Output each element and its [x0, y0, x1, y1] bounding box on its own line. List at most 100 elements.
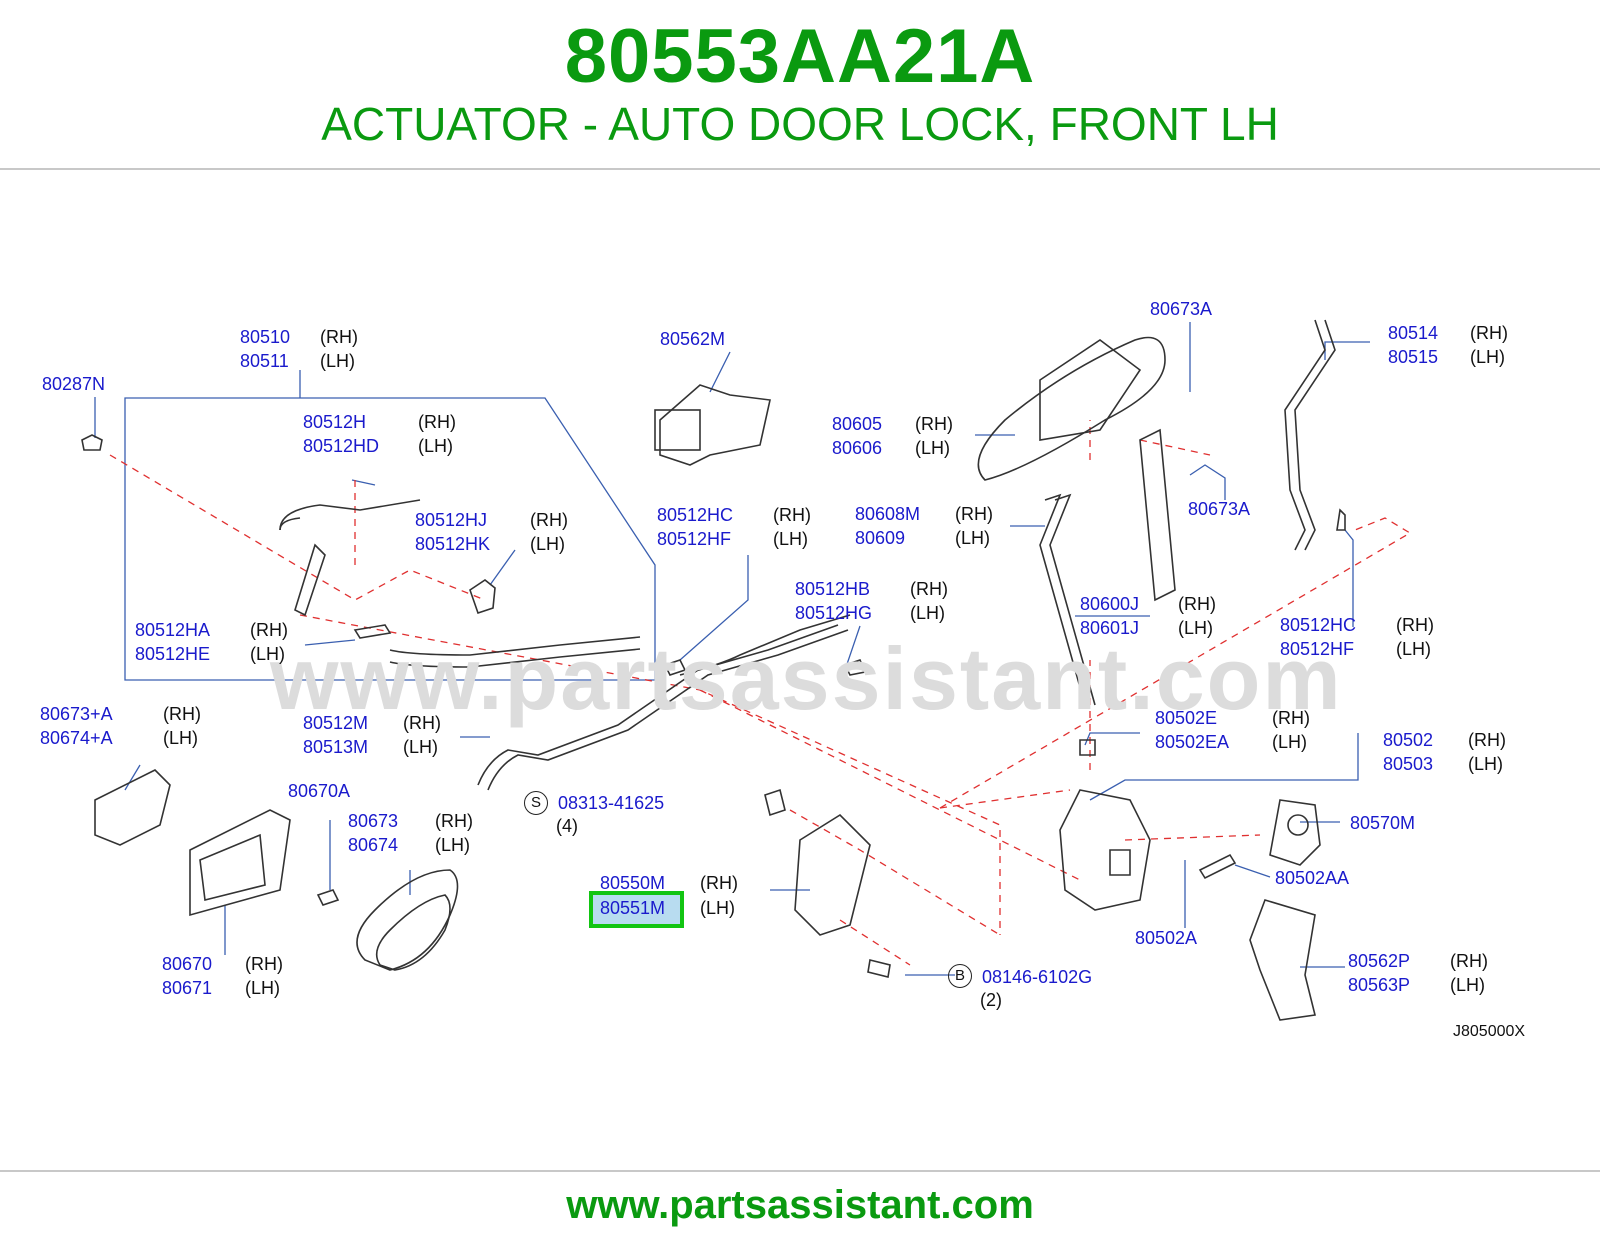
- callout-80562P[interactable]: 80562P: [1348, 951, 1411, 971]
- part-description: ACTUATOR - AUTO DOOR LOCK, FRONT LH: [321, 98, 1279, 150]
- callout-80512M[interactable]: 80512M: [303, 713, 369, 733]
- rh-label: (RH): [1178, 594, 1216, 614]
- lh-label: (LH): [250, 644, 285, 664]
- rh-label: (RH): [1396, 615, 1434, 635]
- callout-80515[interactable]: 80515: [1388, 347, 1439, 367]
- callout-80600J[interactable]: 80600J: [1080, 594, 1140, 614]
- lh-label: (LH): [1396, 639, 1431, 659]
- rh-label: (RH): [245, 954, 283, 974]
- quantity-08313: (4): [556, 816, 578, 836]
- rh-label: (RH): [418, 412, 456, 432]
- callout-80605[interactable]: 80605: [832, 414, 883, 434]
- callout-80570M[interactable]: 80570M: [1350, 813, 1416, 833]
- callout-80673A[interactable]: 80673A: [1150, 299, 1213, 319]
- lh-label: (LH): [955, 528, 990, 548]
- callout-80674A-left[interactable]: 80674+A: [40, 728, 113, 748]
- lh-label: (LH): [163, 728, 198, 748]
- rh-label: (RH): [530, 510, 568, 530]
- lh-label: (LH): [1272, 732, 1307, 752]
- rh-label: (RH): [910, 579, 948, 599]
- callout-80609[interactable]: 80609: [855, 528, 906, 548]
- callout-80608M[interactable]: 80608M: [855, 504, 921, 524]
- highlighted-part-box: [589, 891, 684, 928]
- callout-80673A-left[interactable]: 80673+A: [40, 704, 113, 724]
- diagram-code: J805000X: [1453, 1023, 1526, 1040]
- rh-label: (RH): [1450, 951, 1488, 971]
- callout-80512HE[interactable]: 80512HE: [135, 644, 211, 664]
- header-divider: [0, 168, 1600, 170]
- lh-label: (LH): [1470, 347, 1505, 367]
- standard-part-symbol-b: B: [948, 964, 972, 988]
- part-number-title: 80553AA21A: [564, 14, 1036, 99]
- callout-80562M[interactable]: 80562M: [660, 329, 726, 349]
- callout-80512HK[interactable]: 80512HK: [415, 534, 491, 554]
- lh-label: (LH): [700, 898, 735, 918]
- lh-label: (LH): [1178, 618, 1213, 638]
- rh-label: (RH): [435, 811, 473, 831]
- callout-80503[interactable]: 80503: [1383, 754, 1434, 774]
- callout-80287N[interactable]: 80287N: [42, 374, 106, 394]
- rh-label: (RH): [700, 873, 738, 893]
- callout-80551M-highlighted[interactable]: 80551M: [600, 898, 666, 918]
- callout-80512HA[interactable]: 80512HA: [135, 620, 211, 640]
- callout-80550M[interactable]: 80550M: [600, 873, 666, 893]
- page-header: 80553AA21A ACTUATOR - AUTO DOOR LOCK, FR…: [0, 0, 1600, 168]
- lh-label: (LH): [530, 534, 565, 554]
- callout-80502AA[interactable]: 80502AA: [1275, 868, 1350, 888]
- callout-80502A[interactable]: 80502A: [1135, 928, 1198, 948]
- callout-80510[interactable]: 80510: [240, 327, 291, 347]
- lh-label: (LH): [403, 737, 438, 757]
- callout-80671[interactable]: 80671: [162, 978, 213, 998]
- lh-label: (LH): [1468, 754, 1503, 774]
- lh-label: (LH): [418, 436, 453, 456]
- lh-label: (LH): [435, 835, 470, 855]
- callout-80502[interactable]: 80502: [1383, 730, 1434, 750]
- callout-80512HG[interactable]: 80512HG: [795, 603, 873, 623]
- lh-label: (LH): [320, 351, 355, 371]
- watermark: www.partsassistant.com: [270, 629, 1343, 728]
- callout-80512HF[interactable]: 80512HF: [1280, 639, 1355, 659]
- callout-80670[interactable]: 80670: [162, 954, 213, 974]
- rh-label: (RH): [250, 620, 288, 640]
- callout-80563P[interactable]: 80563P: [1348, 975, 1411, 995]
- callout-80673A[interactable]: 80673A: [1188, 499, 1251, 519]
- rh-label: (RH): [955, 504, 993, 524]
- lh-label: (LH): [245, 978, 280, 998]
- lh-label: (LH): [773, 529, 808, 549]
- callout-80513M[interactable]: 80513M: [303, 737, 369, 757]
- callout-80502E[interactable]: 80502E: [1155, 708, 1218, 728]
- callout-08313-41625[interactable]: 08313-41625: [558, 793, 665, 813]
- callout-80674[interactable]: 80674: [348, 835, 399, 855]
- callout-80512HC[interactable]: 80512HC: [657, 505, 734, 525]
- rh-label: (RH): [403, 713, 441, 733]
- callout-80673[interactable]: 80673: [348, 811, 399, 831]
- callout-08146-6102G[interactable]: 08146-6102G: [982, 967, 1093, 987]
- callout-80514[interactable]: 80514: [1388, 323, 1439, 343]
- callout-80512HF[interactable]: 80512HF: [657, 529, 732, 549]
- lh-label: (LH): [1450, 975, 1485, 995]
- callout-80512HD[interactable]: 80512HD: [303, 436, 380, 456]
- lh-label: (LH): [910, 603, 945, 623]
- callout-80512HC[interactable]: 80512HC: [1280, 615, 1357, 635]
- lh-label: (LH): [915, 438, 950, 458]
- standard-part-symbol-s: S: [524, 791, 548, 815]
- callout-80606[interactable]: 80606: [832, 438, 883, 458]
- rh-label: (RH): [163, 704, 201, 724]
- footer-url-link[interactable]: www.partsassistant.com: [566, 1183, 1034, 1227]
- rh-label: (RH): [320, 327, 358, 347]
- callout-80502EA[interactable]: 80502EA: [1155, 732, 1230, 752]
- rh-label: (RH): [1470, 323, 1508, 343]
- rh-label: (RH): [915, 414, 953, 434]
- quantity-08146: (2): [980, 990, 1002, 1010]
- callout-80601J[interactable]: 80601J: [1080, 618, 1140, 638]
- callout-80511[interactable]: 80511: [240, 351, 289, 371]
- callout-80512HJ[interactable]: 80512HJ: [415, 510, 488, 530]
- rh-label: (RH): [1272, 708, 1310, 728]
- rh-label: (RH): [773, 505, 811, 525]
- callout-80670A[interactable]: 80670A: [288, 781, 351, 801]
- callout-80512H[interactable]: 80512H: [303, 412, 367, 432]
- rh-label: (RH): [1468, 730, 1506, 750]
- callout-80512HB[interactable]: 80512HB: [795, 579, 871, 599]
